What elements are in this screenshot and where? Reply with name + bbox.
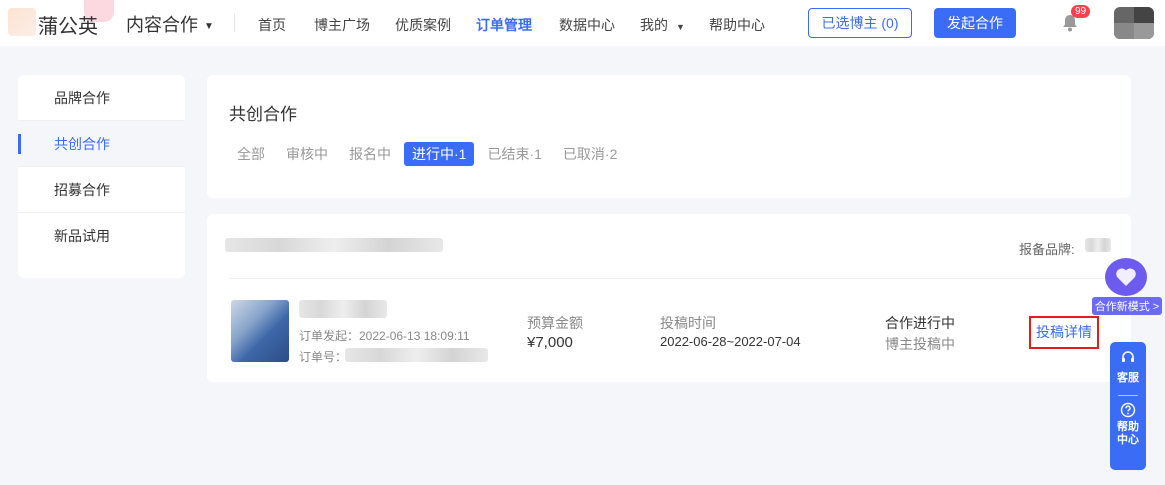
blurred-order-number <box>345 348 488 362</box>
sidebar-item-trial[interactable]: 新品试用 <box>54 228 110 244</box>
sidebar-item-recruit[interactable]: 招募合作 <box>18 167 185 213</box>
status-tabs: 全部 审核中 报名中 进行中·1 已结束·1 已取消·2 <box>229 142 630 166</box>
blurred-order-title <box>225 238 443 252</box>
tab-reviewing[interactable]: 审核中 <box>286 146 328 162</box>
blogger-thumbnail[interactable] <box>231 300 289 362</box>
nav-mine-label: 我的 <box>640 17 668 33</box>
nav-blogger-square[interactable]: 博主广场 <box>314 17 370 33</box>
nav-mine[interactable]: 我的 ▼ <box>640 15 685 35</box>
order-number-label: 订单号： <box>299 350 348 364</box>
avatar[interactable] <box>1114 7 1154 39</box>
tab-in-progress[interactable]: 进行中·1 <box>404 142 475 166</box>
question-icon <box>1120 402 1136 418</box>
notification-badge: 99 <box>1071 5 1091 18</box>
promo-label: 合作新模式 > <box>1092 297 1162 315</box>
order-substatus: 博主投稿中 <box>885 336 955 352</box>
page-title: 共创合作 <box>229 105 297 124</box>
tab-cancelled[interactable]: 已取消·2 <box>562 146 618 162</box>
new-mode-promo[interactable]: 合作新模式 > <box>1092 258 1162 315</box>
tab-signing-up[interactable]: 报名中 <box>349 146 391 162</box>
nav-data-center[interactable]: 数据中心 <box>559 17 615 33</box>
customer-service-label: 客服 <box>1117 372 1139 384</box>
brand-name[interactable]: 蒲公英 <box>38 16 98 38</box>
section-label: 内容合作 <box>126 15 198 35</box>
submission-time-label: 投稿时间 <box>660 315 716 331</box>
blurred-brand <box>1085 238 1111 252</box>
divider <box>234 14 235 32</box>
divider <box>1118 395 1138 396</box>
submission-time-value: 2022-06-28~2022-07-04 <box>660 334 801 349</box>
launch-cooperation-button[interactable]: 发起合作 <box>934 8 1016 38</box>
section-dropdown[interactable]: 内容合作 ▼ <box>126 11 214 37</box>
caret-down-icon: ▼ <box>676 22 685 32</box>
divider <box>229 278 1109 279</box>
handshake-heart-icon <box>1105 258 1147 296</box>
logo-icon <box>8 8 36 36</box>
sidebar: 品牌合作 共创合作 招募合作 新品试用 <box>18 75 185 278</box>
bell-icon[interactable] <box>1060 13 1080 33</box>
order-card: 报备品牌: 订单发起：2022-06-13 18:09:11 订单号： 预算金额… <box>207 214 1131 382</box>
floating-help-bar: 客服 帮助中心 <box>1110 342 1146 470</box>
sidebar-item-co-create[interactable]: 共创合作 <box>18 121 185 167</box>
help-center-button[interactable]: 帮助中心 <box>1110 402 1146 447</box>
tab-all[interactable]: 全部 <box>237 146 265 162</box>
selected-bloggers-button[interactable]: 已选博主 (0) <box>808 8 912 38</box>
order-status: 合作进行中 <box>885 315 955 331</box>
tab-finished[interactable]: 已结束·1 <box>487 146 542 162</box>
caret-down-icon: ▼ <box>204 20 214 32</box>
customer-service-button[interactable]: 客服 <box>1110 350 1146 385</box>
blurred-decoration <box>84 0 114 22</box>
nav-home[interactable]: 首页 <box>258 17 286 33</box>
top-nav-bar: 蒲公英 内容合作 ▼ 首页 博主广场 优质案例 订单管理 数据中心 我的 ▼ 帮助中… <box>0 0 1165 46</box>
blurred-blogger-name <box>299 300 387 318</box>
help-center-label: 帮助中心 <box>1117 421 1139 446</box>
filter-panel: 共创合作 全部 审核中 报名中 进行中·1 已结束·1 已取消·2 <box>207 75 1131 198</box>
nav-help[interactable]: 帮助中心 <box>709 17 765 33</box>
order-created-time: 订单发起：2022-06-13 18:09:11 <box>299 329 470 343</box>
submission-detail-link[interactable]: 投稿详情 <box>1029 316 1099 349</box>
nav-cases[interactable]: 优质案例 <box>395 17 451 33</box>
brand-report-label: 报备品牌: <box>1019 242 1075 257</box>
budget-label: 预算金额 <box>527 315 583 331</box>
headset-icon <box>1120 350 1136 366</box>
sidebar-item-brand[interactable]: 品牌合作 <box>18 75 185 121</box>
budget-value: ¥7,000 <box>527 334 573 351</box>
nav-orders[interactable]: 订单管理 <box>476 17 532 33</box>
